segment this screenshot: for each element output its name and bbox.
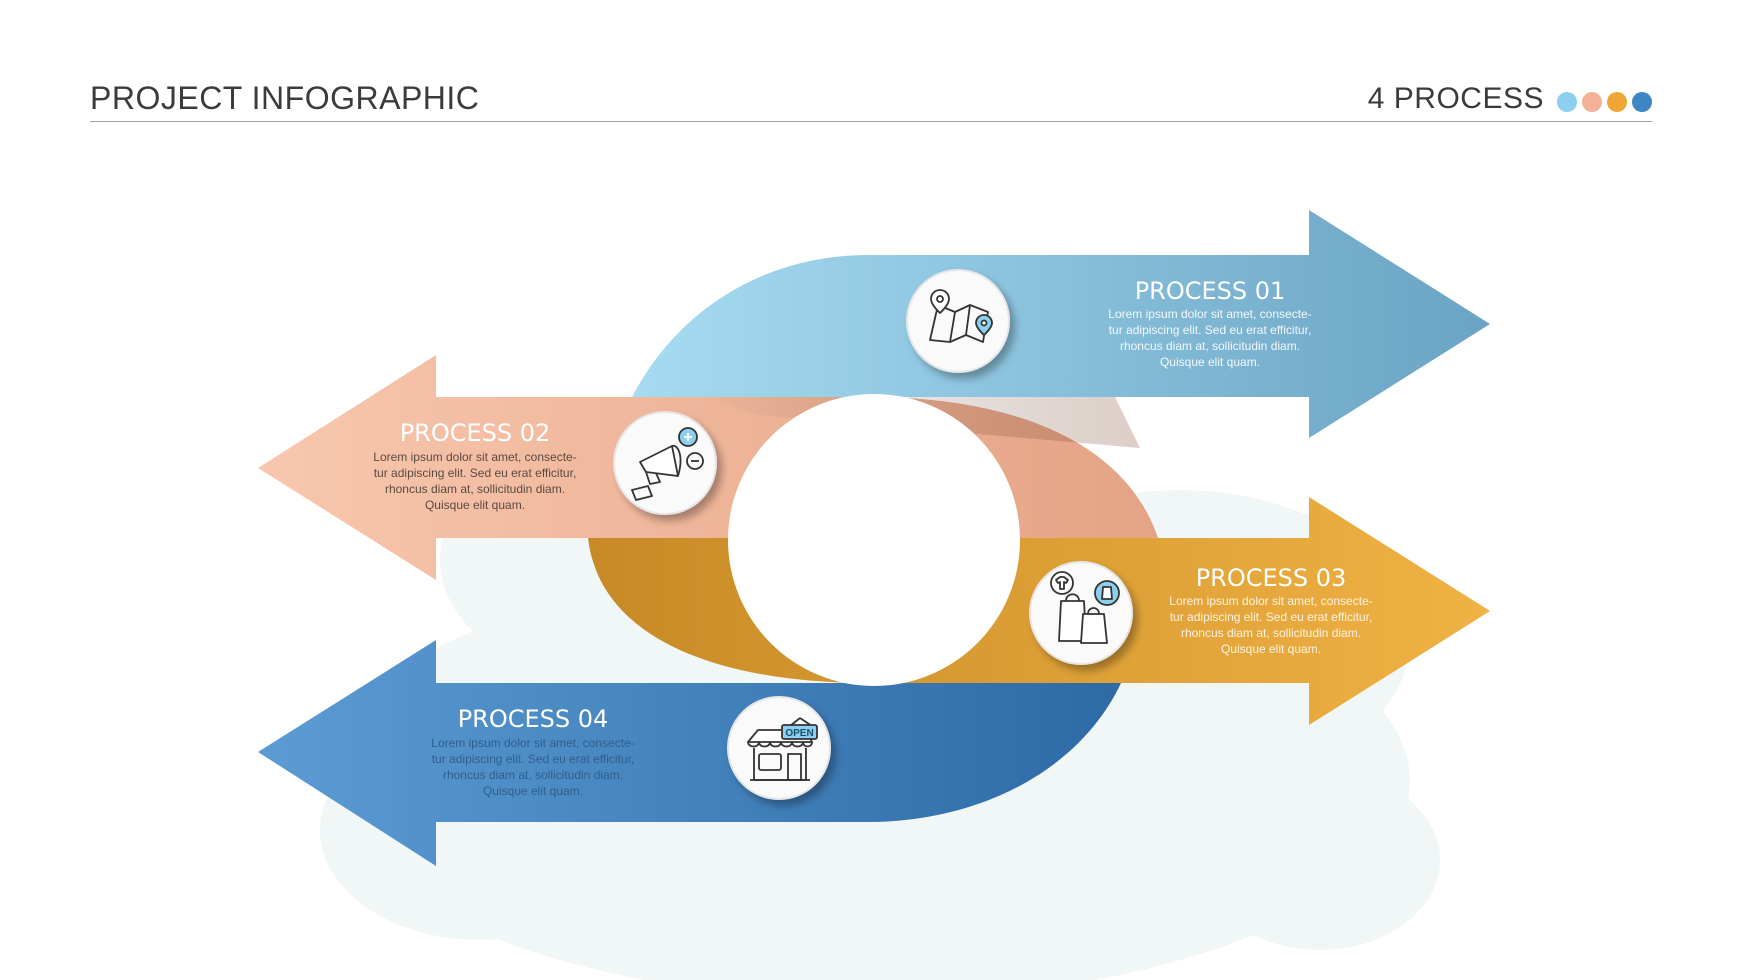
- process-01-desc-line-2: tur adipiscing elit. Sed eu erat efficit…: [1109, 323, 1312, 337]
- center-circle: [728, 394, 1020, 686]
- header: PROJECT INFOGRAPHIC 4 PROCESS: [90, 0, 1652, 125]
- color-dot-4: [1632, 92, 1652, 112]
- process-01-icon-badge: [906, 269, 1010, 373]
- process-02-desc-line-1: Lorem ipsum dolor sit amet, consecte-: [373, 450, 576, 464]
- color-dot-3: [1607, 92, 1627, 112]
- store-open-icon: OPEN: [747, 717, 818, 781]
- process-04-desc-line-2: tur adipiscing elit. Sed eu erat efficit…: [432, 752, 635, 766]
- process-04-desc-line-3: rhoncus diam at, sollicitudin diam.: [443, 768, 623, 782]
- process-02-label: PROCESS 02 Lorem ipsum dolor sit amet, c…: [373, 419, 576, 512]
- map-icon: [929, 289, 993, 343]
- process-04-label: PROCESS 04 Lorem ipsum dolor sit amet, c…: [431, 705, 634, 798]
- process-02-desc-line-2: tur adipiscing elit. Sed eu erat efficit…: [374, 466, 577, 480]
- process-01-desc-line-1: Lorem ipsum dolor sit amet, consecte-: [1108, 307, 1311, 321]
- process-04-icon-badge: [727, 696, 831, 800]
- store-open-sign-text: OPEN: [785, 728, 813, 739]
- process-04-title: PROCESS 04: [458, 705, 609, 733]
- color-dots: [1557, 92, 1652, 112]
- process-04-ribbon: [258, 640, 1121, 866]
- shopping-bags-icon: [1050, 571, 1120, 644]
- page-title: PROJECT INFOGRAPHIC: [90, 80, 480, 116]
- process-03-desc-line-4: Quisque elit quam.: [1221, 642, 1321, 656]
- process-04-desc-line-1: Lorem ipsum dolor sit amet, consecte-: [431, 736, 634, 750]
- process-01-ribbon: [632, 210, 1490, 438]
- process-02-title: PROCESS 02: [400, 419, 551, 447]
- color-dot-1: [1557, 92, 1577, 112]
- process-03-label: PROCESS 03 Lorem ipsum dolor sit amet, c…: [1169, 564, 1372, 656]
- process-01-desc-line-4: Quisque elit quam.: [1160, 355, 1260, 369]
- process-03-title: PROCESS 03: [1196, 564, 1347, 592]
- color-dot-2: [1582, 92, 1602, 112]
- process-01-label: PROCESS 01 Lorem ipsum dolor sit amet, c…: [1108, 277, 1311, 369]
- process-02-desc-line-4: Quisque elit quam.: [425, 498, 525, 512]
- process-03-desc-line-2: tur adipiscing elit. Sed eu erat efficit…: [1170, 610, 1373, 624]
- process-count-label: 4 PROCESS: [1367, 82, 1544, 115]
- process-03-desc-line-3: rhoncus diam at, sollicitudin diam.: [1181, 626, 1361, 640]
- process-01-desc-line-3: rhoncus diam at, sollicitudin diam.: [1120, 339, 1300, 353]
- megaphone-icon: [631, 427, 704, 501]
- process-01-title: PROCESS 01: [1135, 277, 1286, 305]
- process-02-desc-line-3: rhoncus diam at, sollicitudin diam.: [385, 482, 565, 496]
- process-04-desc-line-4: Quisque elit quam.: [483, 784, 583, 798]
- header-divider: [90, 121, 1652, 122]
- process-03-desc-line-1: Lorem ipsum dolor sit amet, consecte-: [1169, 594, 1372, 608]
